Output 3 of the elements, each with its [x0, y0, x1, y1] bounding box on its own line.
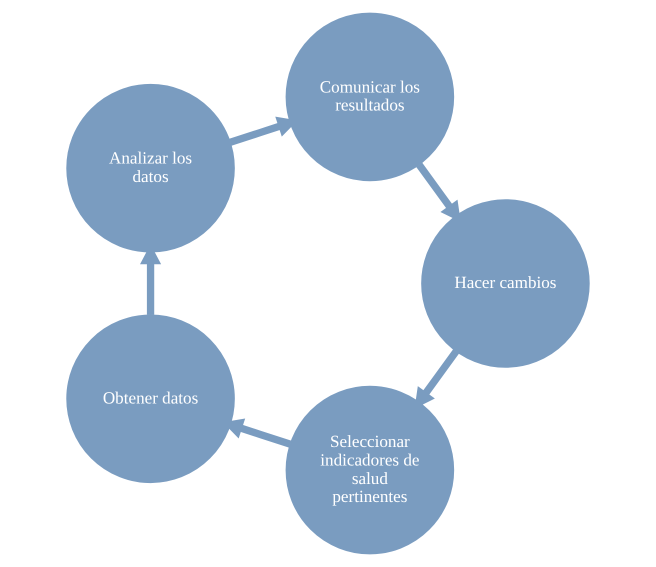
node-circle: Analizar los datos: [66, 84, 235, 252]
node-circle: Comunicar los resultados: [286, 12, 454, 182]
node-circle: Obtener datos: [66, 314, 235, 484]
